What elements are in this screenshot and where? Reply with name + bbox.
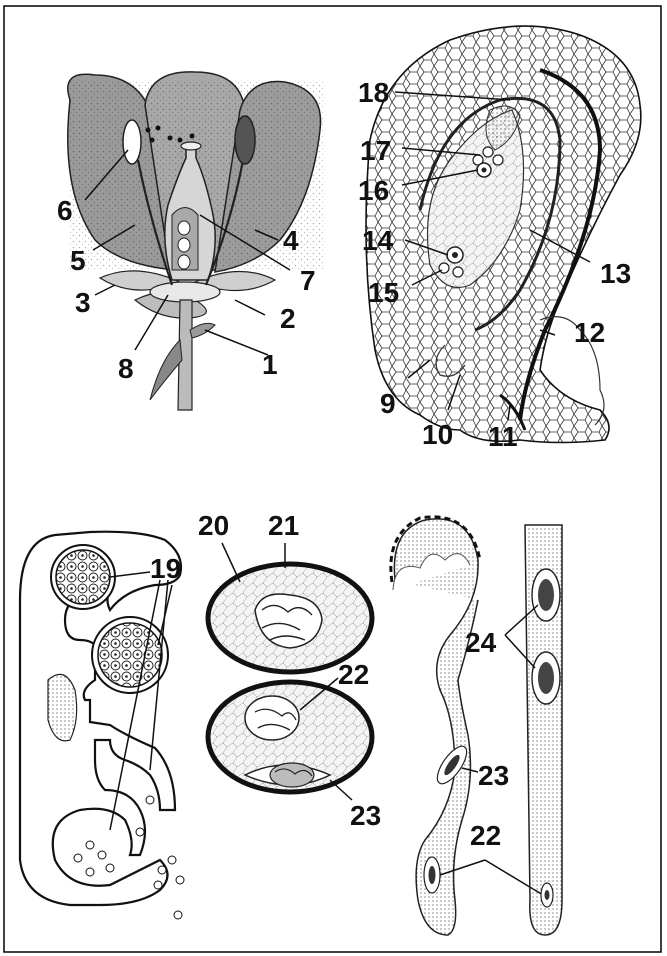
label-15: 15 (368, 277, 399, 308)
label-24: 24 (465, 627, 497, 658)
pollen-sac-upper (56, 550, 110, 604)
anther-left (123, 120, 141, 164)
label-16: 16 (358, 175, 389, 206)
label-20: 20 (198, 510, 229, 541)
label-23-right: 23 (478, 760, 509, 791)
synergid-b (453, 267, 463, 277)
label-6: 6 (57, 195, 73, 226)
vegetative-nucleus (245, 696, 299, 740)
receptacle (150, 282, 220, 302)
stigma (181, 142, 201, 150)
label-17: 17 (360, 135, 391, 166)
label-9: 9 (380, 388, 396, 419)
label-2: 2 (280, 303, 296, 334)
label-8: 8 (118, 353, 134, 384)
label-7: 7 (300, 265, 316, 296)
label-14: 14 (362, 225, 394, 256)
ovule-section-drawing (366, 26, 641, 442)
ovule-b (178, 238, 190, 252)
leaf (150, 340, 182, 400)
label-19: 19 (150, 553, 181, 584)
label-18: 18 (358, 77, 389, 108)
label-22-lower: 22 (470, 820, 501, 851)
ovule-a (178, 221, 190, 235)
bract (190, 323, 215, 338)
pollen-sac-lower (98, 623, 162, 687)
label-3: 3 (75, 287, 91, 318)
pollen-tube-drawing (391, 517, 548, 935)
label-1: 1 (262, 349, 278, 380)
label-4: 4 (283, 225, 299, 256)
label-23-left: 23 (350, 800, 381, 831)
anther-section-drawing (20, 532, 184, 919)
label-10: 10 (422, 419, 453, 450)
anther-right (235, 116, 255, 164)
label-22-upper: 22 (338, 659, 369, 690)
label-5: 5 (70, 245, 86, 276)
ovule-c (178, 255, 190, 269)
connective-tissue (48, 674, 77, 740)
label-11: 11 (488, 421, 518, 452)
pollen-tube-straight-drawing (505, 525, 562, 935)
label-21: 21 (268, 510, 299, 541)
label-13: 13 (600, 258, 631, 289)
label-12: 12 (574, 317, 605, 348)
